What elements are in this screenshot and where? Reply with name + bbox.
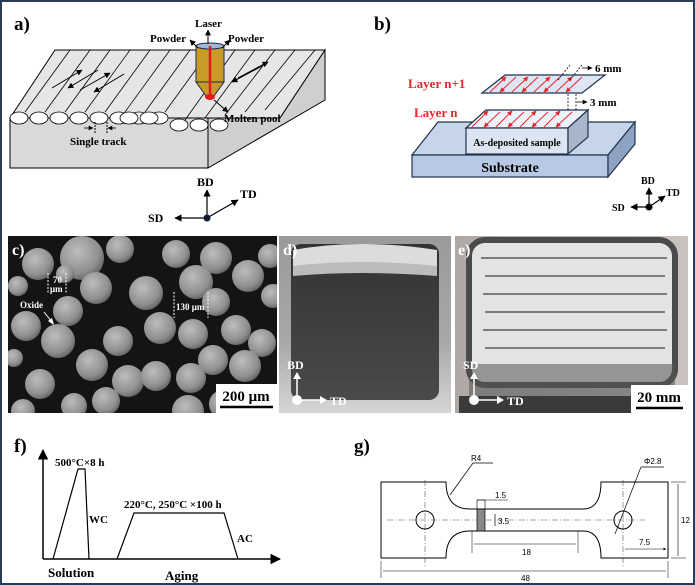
svg-text:TD: TD <box>240 187 257 201</box>
d70-label-bottom: μm <box>50 284 63 294</box>
dim-12: 12 <box>681 516 690 525</box>
gauge-region <box>476 508 486 532</box>
heat-treatment-schedule: f) 500°C×8 h WC 220°C, 250°C ×100 h AC S… <box>14 436 282 583</box>
layer-n1-label: Layer n+1 <box>408 76 465 91</box>
hole-left <box>415 510 435 530</box>
layer-n1-scan-arrows <box>489 76 583 93</box>
radius-r4-label: R4 <box>471 454 482 463</box>
block-top-face <box>9 49 326 119</box>
panel-c-label: c) <box>12 242 24 259</box>
size-markers <box>47 273 209 318</box>
svg-text:BD: BD <box>197 175 214 189</box>
substrate-label: Substrate <box>481 161 539 176</box>
layer-n-label: Layer n <box>414 105 458 120</box>
single-track-label: Single track <box>70 136 127 148</box>
panel-a-label: a) <box>14 14 30 35</box>
ac-label: AC <box>237 533 253 545</box>
molten-pool-label: Molten pool <box>224 113 281 125</box>
panel-b-label: b) <box>374 14 391 35</box>
solution-temp-label: 500°C×8 h <box>55 457 104 469</box>
powder-particles: 70 μm 130 μm Oxide 200 μm c) <box>8 236 277 413</box>
panel-d-sample-photo: BD TD d) <box>279 236 451 413</box>
laser-nozzle <box>195 42 225 100</box>
panel-e-sample-photo: SD TD 20 mm e) <box>455 236 688 413</box>
panel-f-label: f) <box>14 436 27 457</box>
aging-label: Aging <box>165 568 199 583</box>
block-side-face <box>207 48 326 169</box>
powder-right-label: Powder <box>228 33 264 45</box>
dim-48: 48 <box>521 574 530 583</box>
molten-pool-dot <box>205 94 215 100</box>
panel-a-diagram: Laser Powder Powder Molten pool Single t… <box>9 18 326 225</box>
tensile-specimen-drawing: g) 1.5 3.5 18 R4 Φ2.8 12 7.5 48 <box>354 436 690 583</box>
panel-b-diagram: Substrate As-deposited sample <box>408 63 680 214</box>
sample-label: As-deposited sample <box>473 138 561 149</box>
aging-temp-label: 220°C, 250°C ×100 h <box>124 499 222 511</box>
deposited-block-side <box>291 244 439 400</box>
svg-text:SD: SD <box>148 211 164 225</box>
layer-n-scan-arrows <box>471 110 573 128</box>
axes-indicator-e: SD TD <box>463 358 524 408</box>
svg-text:BD: BD <box>287 358 304 372</box>
aging-curve <box>116 512 239 560</box>
d70-label-top: 70 <box>53 275 63 285</box>
solution-curve <box>52 468 90 560</box>
dim-18: 18 <box>522 548 531 557</box>
solution-label: Solution <box>48 565 95 580</box>
d130-label: 130 μm <box>176 302 205 312</box>
axes-indicator-a: BD TD SD <box>148 175 257 225</box>
svg-text:TD: TD <box>666 188 680 199</box>
track-beads <box>9 111 229 132</box>
panel-c-sem-image: 70 μm 130 μm Oxide 200 μm c) <box>8 236 277 413</box>
axes-indicator-d: BD TD <box>287 358 347 408</box>
svg-text:SD: SD <box>612 203 625 214</box>
powder-left-label: Powder <box>150 33 186 45</box>
scan-direction-arrows <box>51 61 269 93</box>
panel-g-label: g) <box>354 436 370 457</box>
wc-label: WC <box>89 514 108 526</box>
dim-6mm: 6 mm <box>595 63 622 75</box>
as-deposited-sample <box>465 127 569 155</box>
laser-label: Laser <box>195 18 222 30</box>
scale-bar-label: 20 mm <box>637 390 681 406</box>
scale-bar-label: 200 μm <box>222 389 270 405</box>
oxide-label: Oxide <box>20 300 43 310</box>
dim-3-5: 3.5 <box>498 517 510 526</box>
svg-text:BD: BD <box>641 176 655 187</box>
scan-lines <box>24 49 316 121</box>
specimen-outline <box>380 481 669 559</box>
dim-7-5: 7.5 <box>639 538 651 547</box>
dim-3mm: 3 mm <box>590 97 617 109</box>
panel-e-label: e) <box>458 242 470 259</box>
svg-text:TD: TD <box>330 394 347 408</box>
hole-right <box>613 510 633 530</box>
axes-indicator-b: BD TD SD <box>612 176 680 214</box>
panel-d-label: d) <box>283 242 297 259</box>
deposit-tracks <box>481 257 667 349</box>
dim-1-5: 1.5 <box>495 491 507 500</box>
svg-text:TD: TD <box>507 394 524 408</box>
hole-diameter-label: Φ2.8 <box>644 457 662 466</box>
svg-text:SD: SD <box>463 358 479 372</box>
layer-n1-plate <box>480 74 607 94</box>
